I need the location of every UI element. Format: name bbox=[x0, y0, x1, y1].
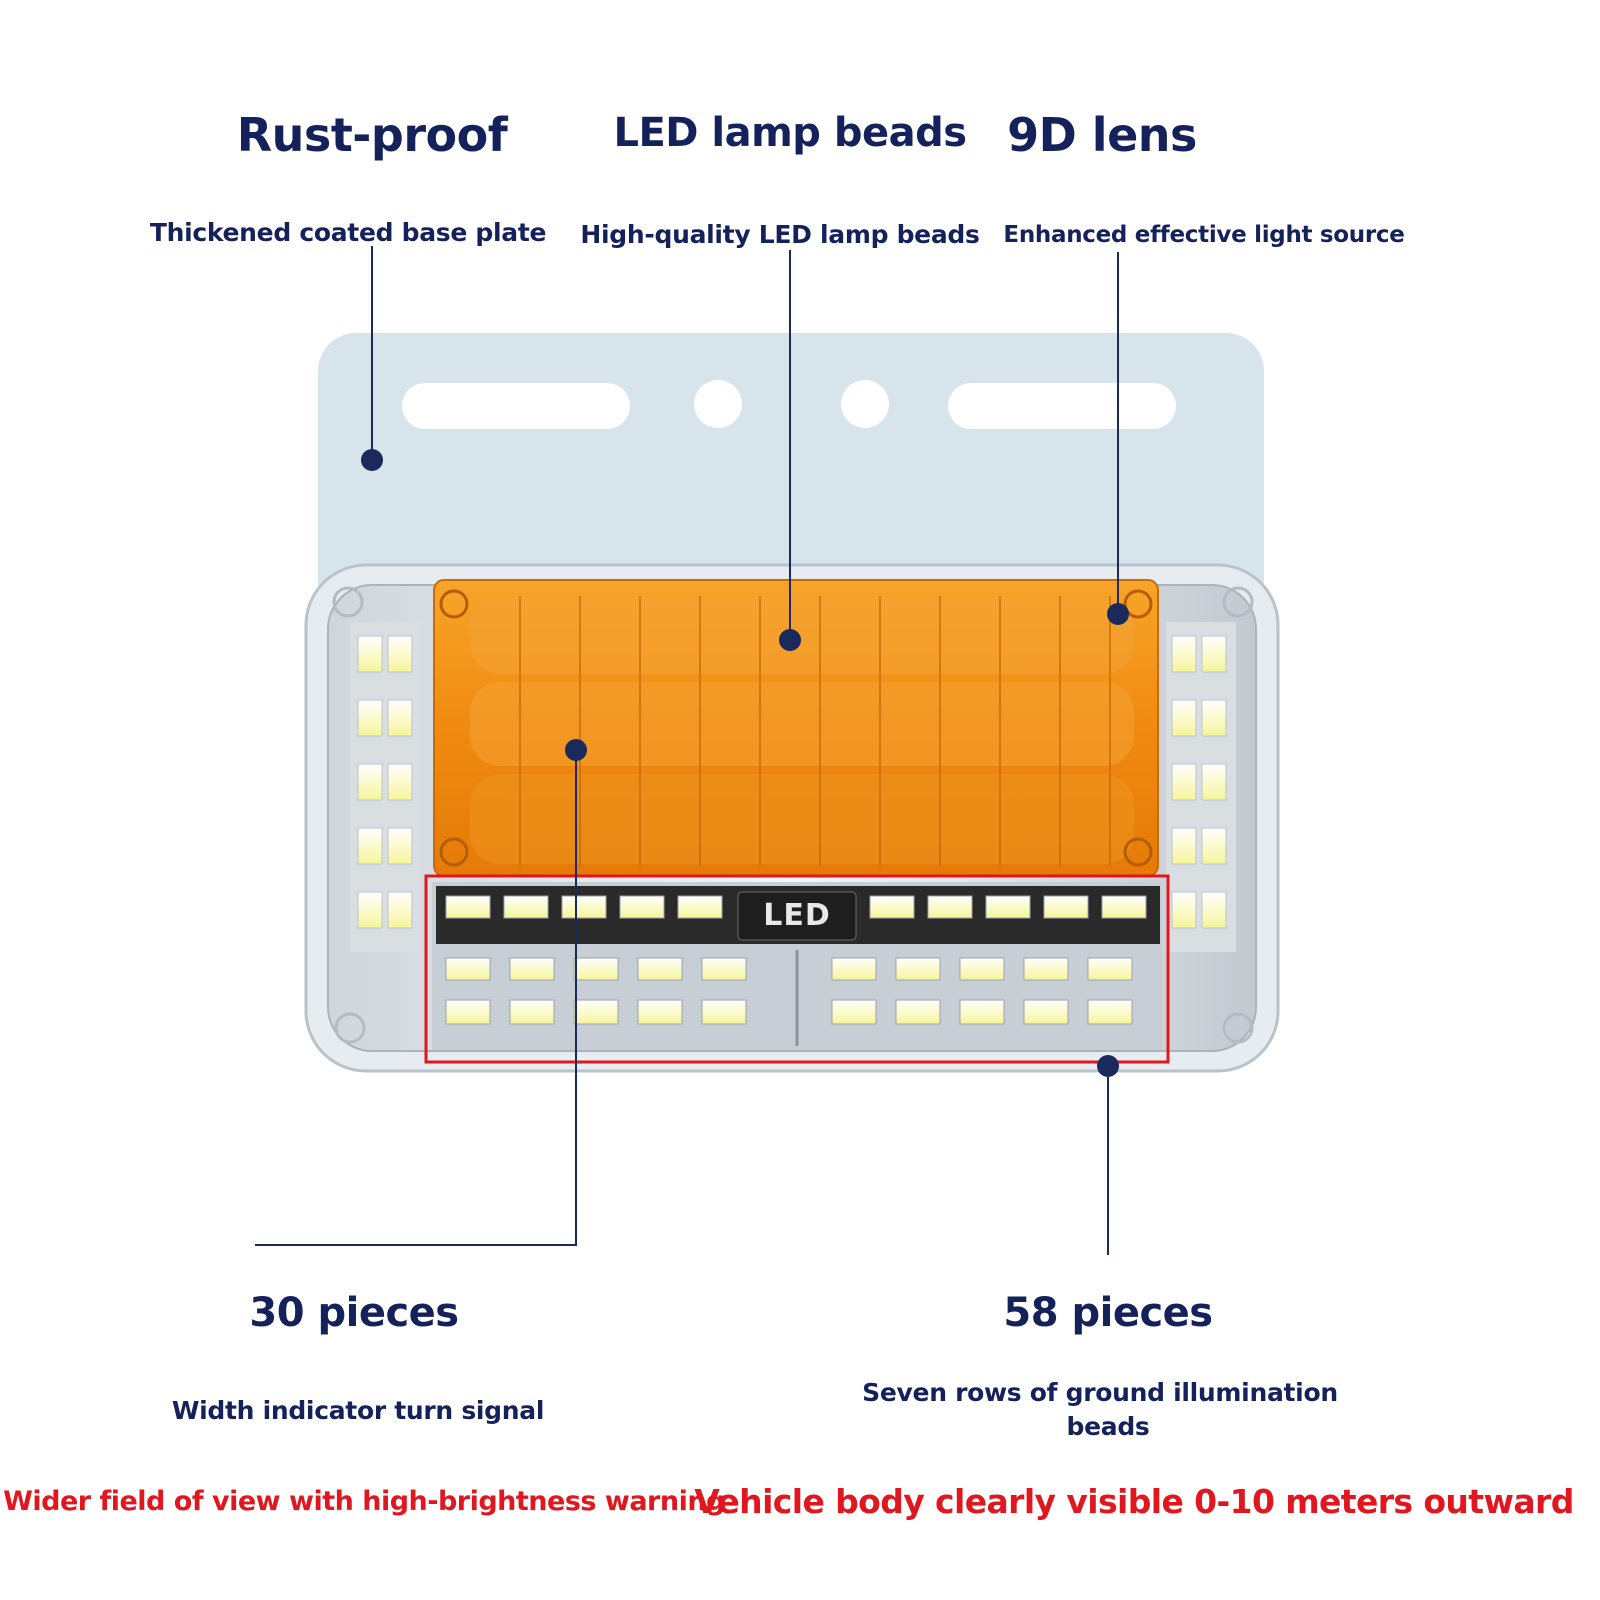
right-led-strip bbox=[1166, 622, 1236, 952]
led-badge: LED bbox=[763, 898, 831, 933]
led-lamp-beads-subtitle: High-quality LED lamp beads bbox=[580, 220, 980, 249]
ground-illumination-subtitle-line1: Seven rows of ground illumination bbox=[862, 1378, 1338, 1407]
wider-field-note: Wider field of view with high-brightness… bbox=[3, 1486, 725, 1517]
9d-lens-title: 9D lens bbox=[1007, 108, 1197, 162]
left-led-strip bbox=[350, 622, 420, 952]
9d-lens-subtitle: Enhanced effective light source bbox=[1003, 222, 1405, 248]
30-pieces-title: 30 pieces bbox=[249, 1290, 459, 1336]
amber-lens bbox=[433, 579, 1159, 877]
ground-illumination-highlight-box bbox=[424, 874, 1170, 1064]
callout-lines bbox=[255, 246, 1119, 1255]
ground-led-panel bbox=[432, 882, 1162, 1050]
width-indicator-subtitle: Width indicator turn signal bbox=[171, 1396, 545, 1425]
ground-illumination-subtitle-line2: beads bbox=[1066, 1412, 1150, 1441]
58-pieces-title: 58 pieces bbox=[1003, 1290, 1213, 1336]
rust-proof-subtitle: Thickened coated base plate bbox=[149, 218, 547, 247]
led-lamp-beads-title: LED lamp beads bbox=[613, 110, 967, 156]
callout-dots bbox=[361, 449, 1129, 1077]
vehicle-visible-note: Vehicle body clearly visible 0-10 meters… bbox=[694, 1482, 1574, 1521]
rust-proof-title: Rust-proof bbox=[236, 108, 508, 162]
